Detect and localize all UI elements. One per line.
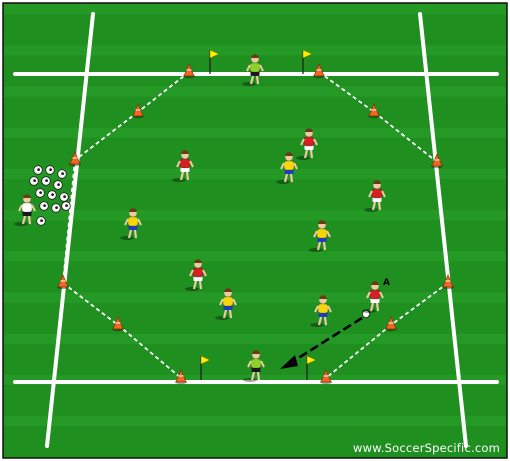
ball-icon: [46, 166, 55, 175]
player-label-a: A: [383, 278, 390, 288]
ball-icon: [54, 181, 63, 190]
ball-icon: [36, 189, 45, 198]
grass-stripe: [4, 169, 506, 179]
ball-icon: [30, 177, 39, 186]
grass-stripe: [4, 251, 506, 261]
ball-icon: [60, 193, 69, 202]
grass-stripe: [4, 210, 506, 220]
grass-stripe: [4, 334, 506, 344]
ball-icon: [48, 191, 57, 200]
ball-icon: [42, 177, 51, 186]
ball-icon: [58, 170, 67, 179]
grass-stripe: [4, 4, 506, 14]
ball-icon: [37, 217, 46, 226]
ball-icon: [62, 202, 71, 211]
grass-stripe: [4, 416, 506, 426]
grass-stripe: [4, 86, 506, 96]
ball-icon: [40, 202, 49, 211]
ball-icon: [52, 204, 61, 213]
grass-stripe: [4, 292, 506, 302]
watermark: www.SoccerSpecific.com: [353, 441, 500, 455]
grass-stripe: [4, 45, 506, 55]
ball-icon: [34, 166, 43, 175]
